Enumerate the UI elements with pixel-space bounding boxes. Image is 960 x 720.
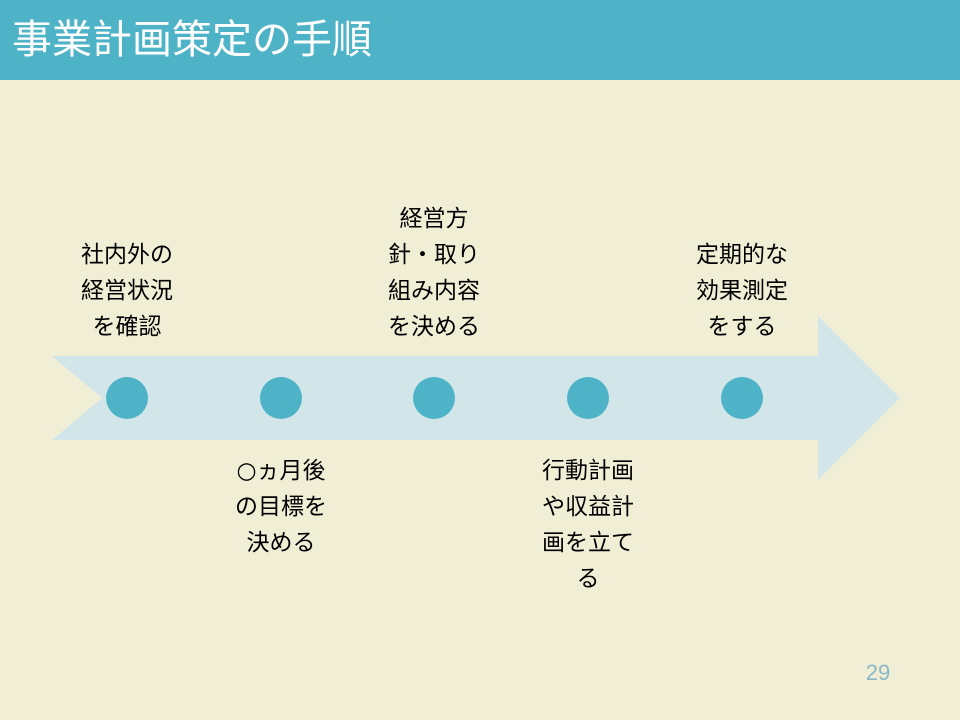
- step-dot-2: [260, 377, 302, 419]
- step-dot-5: [721, 377, 763, 419]
- step-label-3: 経営方 針・取り 組み内容 を決める: [388, 206, 480, 340]
- step-label-5: 定期的な 効果測定 をする: [696, 242, 788, 340]
- page-number: 29: [865, 660, 891, 685]
- step-label-4: 行動計画 や収益計 画を立て る: [542, 458, 634, 592]
- step-dot-1: [106, 377, 148, 419]
- title-bar: 事業計画策定の手順: [0, 0, 960, 80]
- step-label-1: 社内外の 経営状況 を確認: [81, 242, 173, 340]
- step-dot-4: [567, 377, 609, 419]
- step-dot-3: [413, 377, 455, 419]
- slide-title: 事業計画策定の手順: [12, 17, 372, 63]
- step-label-2: ○ヵ月後 の目標を 決める: [235, 458, 327, 556]
- timeline-arrow: [52, 316, 900, 480]
